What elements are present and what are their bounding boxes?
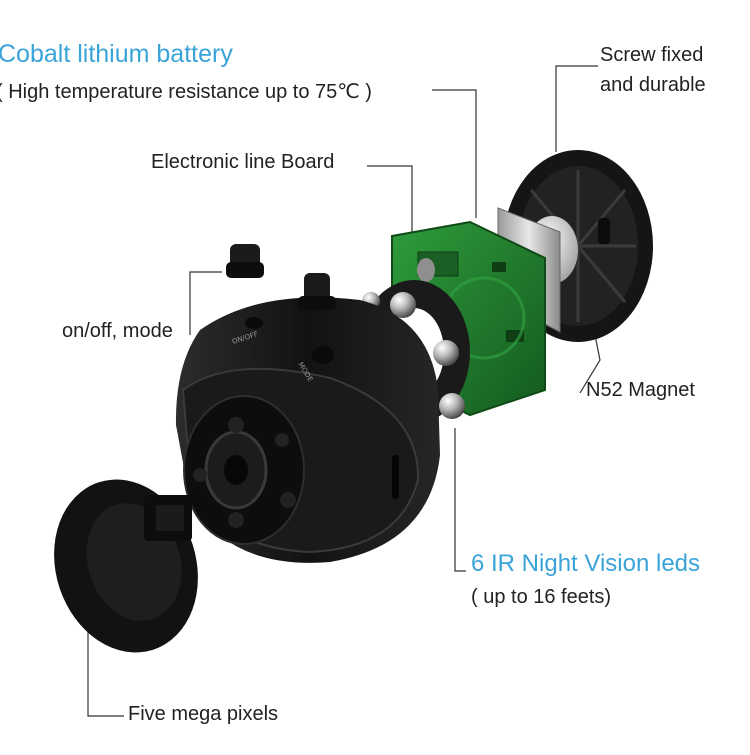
screw-label-line2: and durable bbox=[600, 74, 706, 96]
screw-label: Screw fixed and durable bbox=[600, 40, 706, 100]
ir-led bbox=[390, 292, 416, 318]
leader-camera bbox=[87, 602, 124, 717]
magnet-label: N52 Magnet bbox=[586, 379, 695, 401]
onoff-hole bbox=[245, 317, 263, 329]
leader-battery bbox=[432, 89, 477, 218]
mode-button bbox=[298, 273, 336, 310]
onoff-button bbox=[226, 244, 264, 278]
ir-led bbox=[439, 393, 465, 419]
screw-post bbox=[598, 218, 610, 244]
ir-note: ( up to 16 feets) bbox=[471, 586, 612, 608]
ir-led bbox=[433, 340, 459, 366]
front-mount-disc bbox=[54, 479, 198, 653]
battery-note: ( High temperature resistance up to 75℃ … bbox=[0, 81, 372, 103]
leader-board bbox=[367, 165, 413, 238]
mode-hole bbox=[312, 346, 334, 364]
camera-label: Five mega pixels bbox=[128, 703, 279, 725]
screw-label-line1: Screw fixed bbox=[600, 44, 704, 66]
ir-title: 6 IR Night Vision leds bbox=[471, 550, 701, 577]
leader-screw bbox=[555, 65, 598, 152]
leader-lines bbox=[87, 65, 601, 717]
battery-title: Cobalt lithium battery bbox=[0, 40, 233, 68]
leader-ir bbox=[454, 428, 466, 572]
switch-label: on/off, mode bbox=[62, 320, 173, 342]
camera-body: ON/OFF MODE bbox=[175, 297, 440, 563]
leader-switch bbox=[189, 271, 222, 335]
board-label: Electronic line Board bbox=[151, 151, 335, 173]
